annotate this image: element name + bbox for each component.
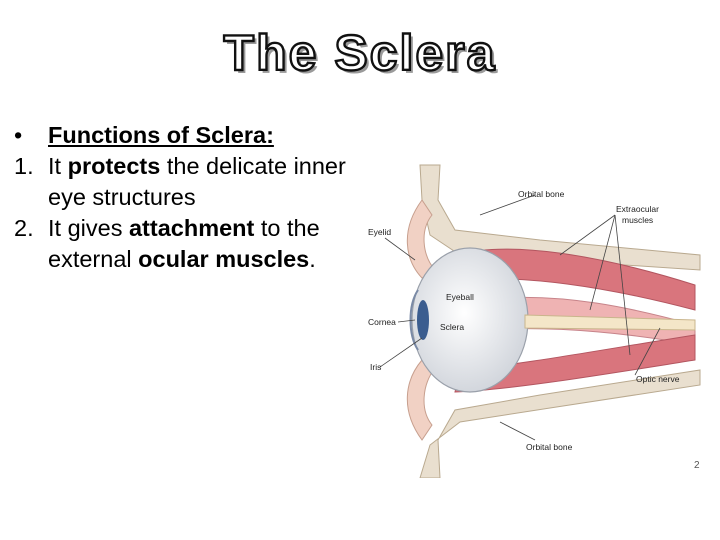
label-extraocular-line1: Extraocular	[616, 204, 659, 214]
bullet-marker: •	[14, 122, 23, 148]
slide-body: • Functions of Sclera: 1. It protects th…	[14, 120, 354, 275]
item-2-text-c: .	[309, 246, 316, 272]
leader-lines	[379, 194, 661, 441]
label-cornea: Cornea	[368, 317, 396, 327]
label-orbital-bone-top: Orbital bone	[518, 189, 565, 199]
orbital-bone-top-shape	[419, 164, 701, 271]
functions-heading-text: Functions of Sclera:	[48, 122, 274, 148]
label-optic-nerve: Optic nerve	[636, 374, 680, 384]
eyeball-shape	[411, 247, 529, 393]
label-iris: Iris	[370, 362, 381, 372]
cornea-shape	[409, 289, 419, 351]
function-item-2: 2. It gives attachment to the external o…	[14, 213, 354, 275]
label-sclera: Sclera	[440, 322, 464, 332]
corner-mark: 2	[694, 460, 700, 471]
item-2-text-b: to the external	[48, 215, 320, 272]
item-2-bold-attachment: attachment	[128, 215, 255, 241]
item-1-text-b: the delicate inner eye structures	[48, 153, 346, 210]
item-2-text-a: It gives	[48, 215, 129, 241]
label-eyelid: Eyelid	[368, 227, 391, 237]
orbital-bone-bottom-shape	[419, 369, 701, 478]
optic-nerve-shape	[524, 314, 696, 331]
item-1-text-a: It	[48, 153, 68, 179]
label-extraocular-line2: muscles	[622, 215, 653, 225]
item-1-number: 1.	[14, 153, 34, 179]
label-orbital-bone-bottom: Orbital bone	[526, 442, 573, 452]
functions-heading: • Functions of Sclera:	[14, 120, 354, 151]
inferior-muscle-shape	[454, 334, 696, 393]
function-item-1: 1. It protects the delicate inner eye st…	[14, 151, 354, 213]
item-2-bold-ocular-muscles: ocular muscles	[138, 246, 310, 272]
label-eyeball: Eyeball	[446, 292, 474, 302]
item-2-number: 2.	[14, 215, 34, 241]
item-1-bold-protects: protects	[67, 153, 161, 179]
eye-anatomy-figure: Orbital bone Extraocular muscles Eyelid …	[368, 164, 701, 478]
iris-shape	[417, 300, 429, 340]
slide-title: The Sclera	[222, 24, 497, 82]
